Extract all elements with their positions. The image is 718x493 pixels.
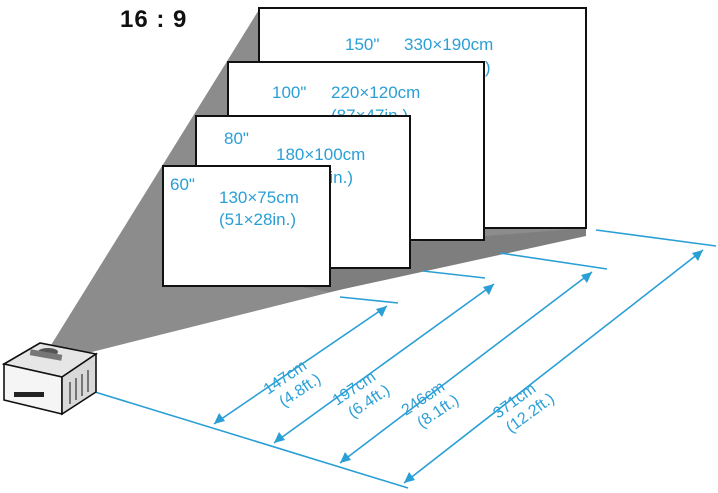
distance-arrow-371 (403, 249, 704, 484)
distance-label-246: 246cm (8.1ft.) (399, 378, 462, 431)
screen-150-metric: 330×190cm (404, 35, 493, 54)
distance-arrow-197 (273, 283, 495, 444)
screen-100-diagonal: 100" (272, 83, 306, 102)
tick-60 (339, 296, 399, 304)
distance-label-197: 197cm (6.4ft.) (330, 368, 393, 421)
screen-80-diagonal: 80" (224, 129, 249, 148)
aspect-ratio-label: 16 : 9 (120, 6, 188, 33)
distance-label-371: 371cm (12.2ft.) (490, 380, 557, 436)
screen-60-metric: 130×75cm (219, 188, 299, 207)
distance-arrow-147 (213, 305, 388, 425)
tick-100 (499, 252, 608, 270)
screen-80-metric: 180×100cm (276, 145, 365, 164)
tick-80 (422, 270, 486, 279)
projector-icon (1, 342, 99, 416)
screen-150-diagonal: 150" (345, 35, 379, 54)
screen-60: 60" 130×75cm (51×28in.) (162, 165, 331, 287)
tick-150 (595, 229, 717, 247)
screen-60-imperial: (51×28in.) (219, 210, 296, 229)
screen-100-metric: 220×120cm (331, 83, 420, 102)
distance-baseline (94, 391, 409, 489)
distance-arrow-246 (339, 271, 593, 464)
screen-60-diagonal: 60" (170, 175, 195, 194)
distance-label-147: 147cm (4.8ft.) (261, 357, 324, 410)
